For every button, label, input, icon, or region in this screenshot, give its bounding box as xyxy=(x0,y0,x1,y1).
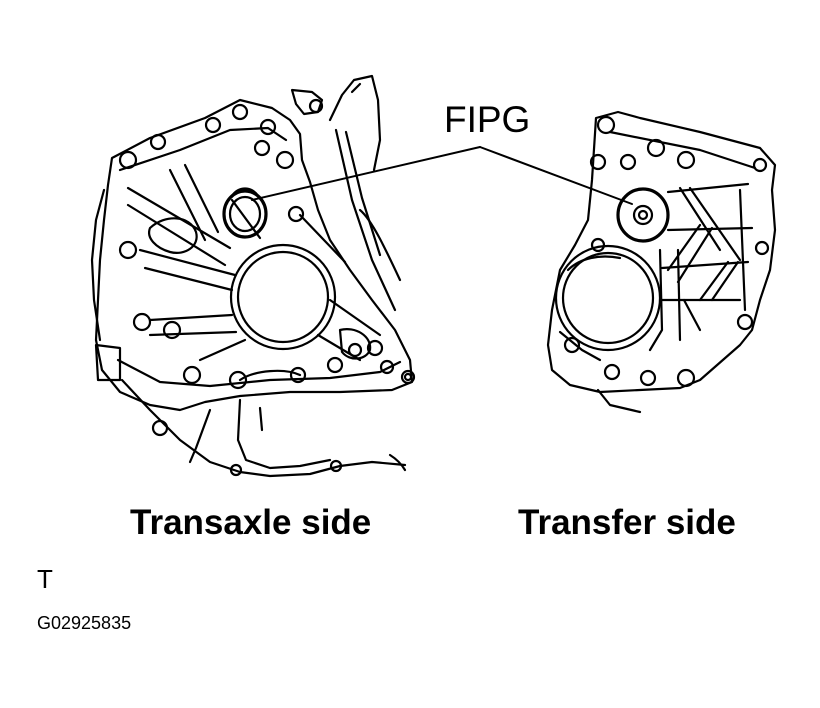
figure-id: G02925835 xyxy=(37,613,132,633)
transfer-housing-drawing xyxy=(546,110,777,414)
transfer-side-caption: Transfer side xyxy=(518,503,736,542)
transaxle-housing-drawing xyxy=(90,74,416,478)
fipg-callout-lines xyxy=(251,146,633,205)
fipg-callout-label: FIPG xyxy=(444,99,531,140)
corner-mark: T xyxy=(37,564,53,594)
transaxle-side-caption: Transaxle side xyxy=(130,503,372,542)
